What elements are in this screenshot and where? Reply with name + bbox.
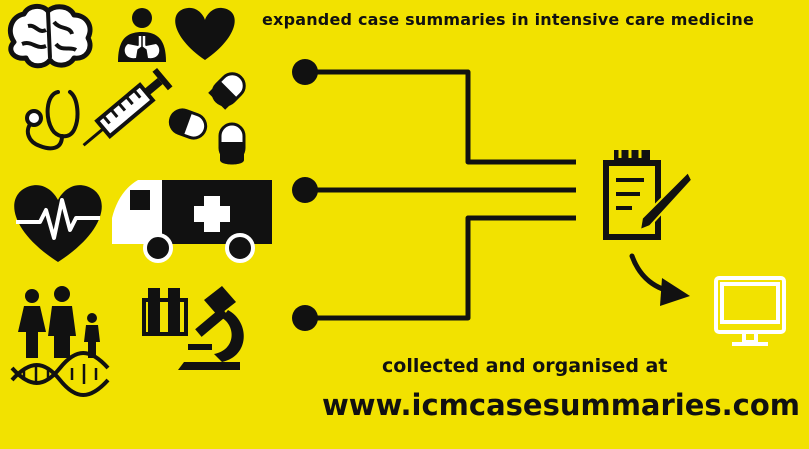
ambulance-icon: [112, 180, 272, 263]
heartbeat-icon: [14, 185, 102, 262]
heart-icon: [175, 7, 235, 60]
website-text: www.icmcasesummaries.com: [322, 388, 801, 422]
syringe-icon: [82, 67, 173, 147]
lungs-icon: [118, 8, 166, 62]
test-tubes-icon: [142, 288, 188, 336]
monitor-icon: [714, 276, 786, 346]
headline-text: expanded case summaries in intensive car…: [262, 10, 755, 29]
microscope-icon: [178, 286, 244, 370]
family-icon: [18, 286, 100, 358]
connector-lines: [292, 59, 576, 331]
brain-icon: [7, 4, 93, 69]
tagline-text: collected and organised at: [382, 355, 668, 377]
pills-icon: [168, 72, 246, 165]
clipboard-pencil-icon: [603, 148, 694, 240]
dna-icon: [10, 351, 110, 397]
stethoscope-icon: [25, 90, 80, 151]
arrow-icon: [629, 253, 690, 306]
